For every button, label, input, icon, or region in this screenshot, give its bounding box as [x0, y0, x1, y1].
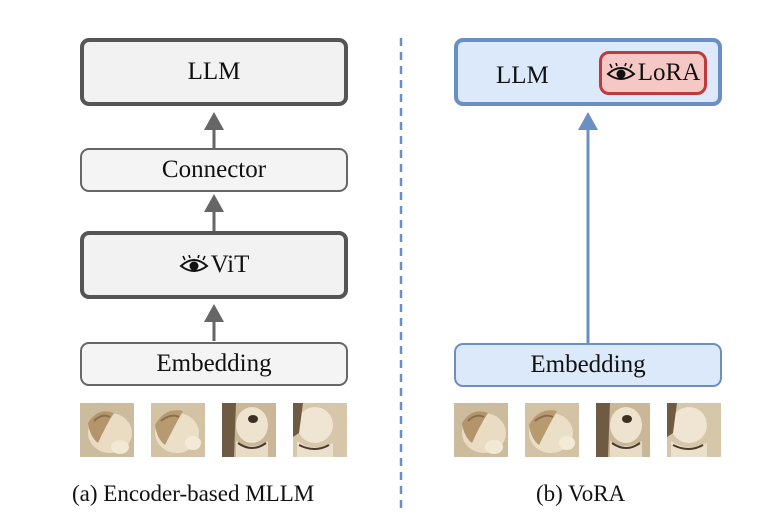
arrow-vit-to-connector — [204, 194, 224, 231]
right-caption: (b) VoRA — [536, 481, 626, 506]
dog-image-patch — [596, 403, 650, 457]
llm-box: LLM — [80, 38, 348, 106]
dog-image-patch — [667, 403, 721, 457]
dog-image-patch — [222, 403, 276, 457]
dog-image-patch — [293, 403, 347, 457]
vit-label: ViT — [210, 251, 250, 278]
vora-llm-box: LLM LoRA — [454, 38, 722, 106]
lora-label: LoRA — [637, 59, 701, 86]
vora-embedding-box: Embedding — [454, 343, 722, 387]
connector-label: Connector — [161, 156, 267, 183]
eye-icon — [179, 255, 209, 272]
embedding-label: Embedding — [156, 350, 272, 377]
dog-image-patch — [151, 403, 205, 457]
arrow-embedding-to-llm — [578, 112, 598, 343]
embedding-box: Embedding — [80, 342, 348, 386]
eye-icon — [606, 63, 636, 80]
vora-embedding-label: Embedding — [530, 351, 646, 378]
dog-image-patch — [525, 403, 579, 457]
arrow-embedding-to-vit — [204, 304, 224, 341]
connector-box: Connector — [80, 148, 348, 192]
left-caption: (a) Encoder-based MLLM — [72, 481, 315, 506]
lora-box: LoRA — [599, 51, 707, 95]
vora-llm-label: LLM — [496, 62, 549, 89]
arrow-connector-to-llm — [204, 112, 224, 148]
vit-box: ViT — [80, 231, 348, 299]
dog-image-patch — [454, 403, 508, 457]
dog-image-patch — [80, 403, 134, 457]
llm-label: LLM — [187, 58, 241, 85]
